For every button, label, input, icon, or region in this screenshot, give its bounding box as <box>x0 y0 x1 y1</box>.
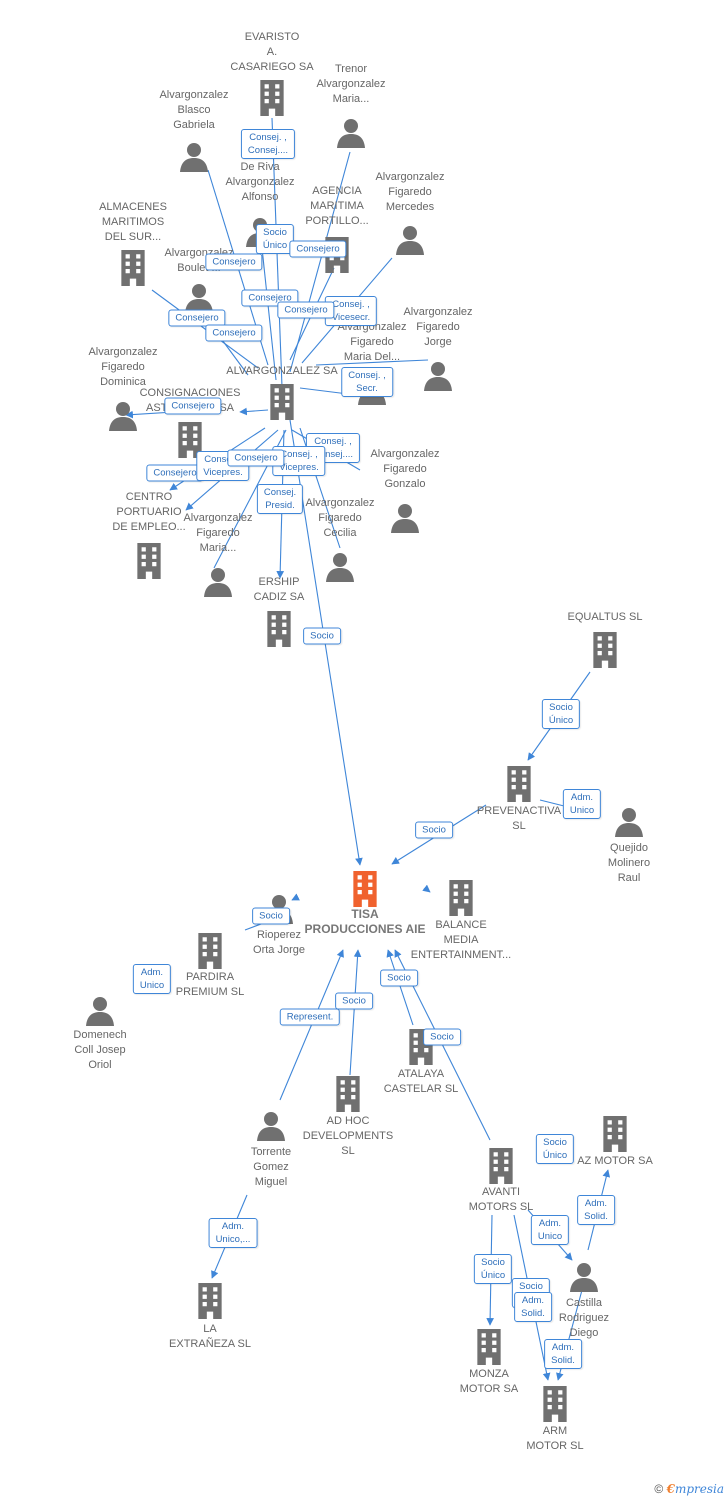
building-icon-ership[interactable] <box>267 611 291 647</box>
edge-26 <box>349 949 362 1076</box>
edge-11 <box>239 407 269 416</box>
node-label-rioperez[interactable]: Rioperez Orta Jorge <box>253 929 305 956</box>
relation-badge-33[interactable]: Adm. Solid. <box>514 1292 552 1322</box>
edge-6 <box>151 289 259 369</box>
building-icon-monza[interactable] <box>477 1329 501 1365</box>
node-label-quejido[interactable]: Quejido Molinero Raul <box>607 842 651 884</box>
building-icon-equaltus[interactable] <box>593 632 617 668</box>
edge-23 <box>291 893 300 901</box>
relation-badge-25[interactable]: Socio <box>380 969 418 987</box>
edge-1 <box>289 151 351 373</box>
node-label-balance[interactable]: BALANCE MEDIA ENTERTAINMENT... <box>410 919 512 961</box>
person-icon-domenech[interactable] <box>86 997 114 1026</box>
relation-badge-10[interactable]: Consejero <box>164 397 222 415</box>
person-icon-castilla[interactable] <box>570 1263 598 1292</box>
node-label-derivaalfonso[interactable]: De Riva Alvargonzalez Alfonso <box>225 161 295 203</box>
relation-badge-28[interactable]: Socio Único <box>535 1134 575 1164</box>
relation-badge-8[interactable]: Consej. , Secr. <box>341 367 393 397</box>
empresia-logo[interactable]: €mpresia <box>667 1482 724 1496</box>
node-label-mariafig[interactable]: Alvargonzalez Figaredo Maria... <box>183 512 253 554</box>
building-icon-evaristo[interactable] <box>260 80 284 116</box>
relation-badge-1[interactable]: Socio Único <box>255 224 295 254</box>
node-label-jorgefig[interactable]: Alvargonzalez Figaredo Jorge <box>403 306 473 348</box>
node-label-almacenes[interactable]: ALMACENES MARITIMOS DEL SUR... <box>99 201 167 243</box>
building-icon-prevenactiva[interactable] <box>507 766 531 802</box>
node-label-monza[interactable]: MONZA MOTOR SA <box>459 1368 519 1395</box>
relation-badge-16[interactable]: Consej. Presid. <box>256 484 304 514</box>
relation-badge-26[interactable]: Socio <box>423 1028 461 1046</box>
edge-22 <box>422 884 431 893</box>
edge-3 <box>261 247 277 381</box>
relation-badge-21[interactable]: Socio <box>252 907 290 925</box>
edge-8 <box>315 359 429 366</box>
relation-badge-17[interactable]: Socio <box>303 627 341 645</box>
node-label-mercedes[interactable]: Alvargonzalez Figaredo Mercedes <box>375 171 445 213</box>
node-label-castilla[interactable]: Castilla Rodriguez Diego <box>558 1297 610 1339</box>
building-icon-tisa[interactable] <box>353 871 377 907</box>
node-label-ership[interactable]: ERSHIP CADIZ SA <box>253 576 305 603</box>
building-icon-azmotor[interactable] <box>603 1116 627 1152</box>
building-icon-laextra[interactable] <box>198 1283 222 1319</box>
brand-text: mpresia <box>674 1482 724 1496</box>
relation-badge-6[interactable]: Consejero <box>205 324 263 342</box>
node-label-equaltus[interactable]: EQUALTUS SL <box>567 611 643 623</box>
relation-badge-20[interactable]: Socio <box>415 821 453 839</box>
node-label-alvsa[interactable]: ALVARGONZALEZ SA <box>226 365 338 377</box>
node-label-prevenactiva[interactable]: PREVENACTIVA SL <box>476 805 562 832</box>
relation-badge-19[interactable]: Adm. Unico <box>562 789 602 819</box>
relation-badge-27[interactable]: Adm. Unico,... <box>208 1218 258 1248</box>
person-icon-trenor[interactable] <box>337 119 365 148</box>
node-label-agencia[interactable]: AGENCIA MARITIMA PORTILLO... <box>305 185 369 227</box>
relation-badge-24[interactable]: Socio <box>335 992 373 1010</box>
relation-badge-11[interactable]: Consejero <box>146 464 204 482</box>
node-label-mariadel[interactable]: Alvargonzalez Figaredo Maria Del... <box>337 321 407 363</box>
node-label-azmotor[interactable]: AZ MOTOR SA <box>577 1155 653 1167</box>
edge-27 <box>386 949 414 1026</box>
node-label-evaristo[interactable]: EVARISTO A. CASARIEGO SA <box>230 31 314 73</box>
brand-e: € <box>666 1482 675 1496</box>
footer: © €mpresia <box>654 1482 724 1496</box>
copyright-icon: © <box>654 1482 664 1496</box>
node-label-centro[interactable]: CENTRO PORTUARIO DE EMPLEO... <box>112 491 186 533</box>
relation-badge-2[interactable]: Consejero <box>205 253 263 271</box>
node-label-gonzalo[interactable]: Alvargonzalez Figaredo Gonzalo <box>370 448 440 490</box>
node-label-pardira[interactable]: PARDIRA PREMIUM SL <box>175 971 245 998</box>
relation-badge-18[interactable]: Socio Único <box>541 699 581 729</box>
relation-badge-30[interactable]: Adm. Unico <box>530 1215 570 1245</box>
person-icon-mercedes[interactable] <box>396 226 424 255</box>
relation-badge-23[interactable]: Represent. <box>279 1008 341 1026</box>
person-icon-jorgefig[interactable] <box>424 362 452 391</box>
building-icon-balance[interactable] <box>449 880 473 916</box>
node-label-avanti[interactable]: AVANTI MOTORS SL <box>468 1186 534 1213</box>
node-label-torrente[interactable]: Torrente Gomez Miguel <box>250 1146 292 1188</box>
relation-badge-3[interactable]: Consejero <box>289 240 347 258</box>
node-label-adhoc[interactable]: AD HOC DEVELOPMENTS SL <box>302 1115 394 1157</box>
person-icon-quejido[interactable] <box>615 808 643 837</box>
node-label-laextra[interactable]: LA EXTRAÑEZA SL <box>169 1323 251 1350</box>
node-label-trenor[interactable]: Trenor Alvargonzalez Maria... <box>316 63 386 105</box>
node-label-dominica[interactable]: Alvargonzalez Figaredo Dominica <box>88 346 158 388</box>
relation-badge-29[interactable]: Adm. Solid. <box>577 1195 615 1225</box>
relation-badge-5[interactable]: Consejero <box>168 309 226 327</box>
node-label-atalaya[interactable]: ATALAYA CASTELAR SL <box>383 1068 459 1095</box>
node-label-cecilia[interactable]: Alvargonzalez Figaredo Cecilia <box>305 497 375 539</box>
relation-badge-31[interactable]: Socio Único <box>473 1254 513 1284</box>
relation-badge-22[interactable]: Adm. Unico <box>132 964 172 994</box>
node-label-tisa[interactable]: TISA PRODUCCIONES AIE <box>304 907 426 936</box>
node-label-blasco[interactable]: Alvargonzalez Blasco Gabriela <box>159 89 229 131</box>
relation-badge-15[interactable]: Consejero <box>227 449 285 467</box>
relation-badge-9[interactable]: Consejero <box>277 301 335 319</box>
building-icon-alvsa[interactable] <box>270 384 294 420</box>
node-label-domenech[interactable]: Domenech Coll Josep Oriol <box>73 1029 127 1071</box>
person-icon-torrente[interactable] <box>257 1112 285 1141</box>
relation-badge-34[interactable]: Adm. Solid. <box>544 1339 582 1369</box>
node-label-arm[interactable]: ARM MOTOR SL <box>526 1425 584 1452</box>
relation-badge-0[interactable]: Consej. , Consej.... <box>240 129 296 159</box>
building-icon-avanti[interactable] <box>489 1148 513 1184</box>
